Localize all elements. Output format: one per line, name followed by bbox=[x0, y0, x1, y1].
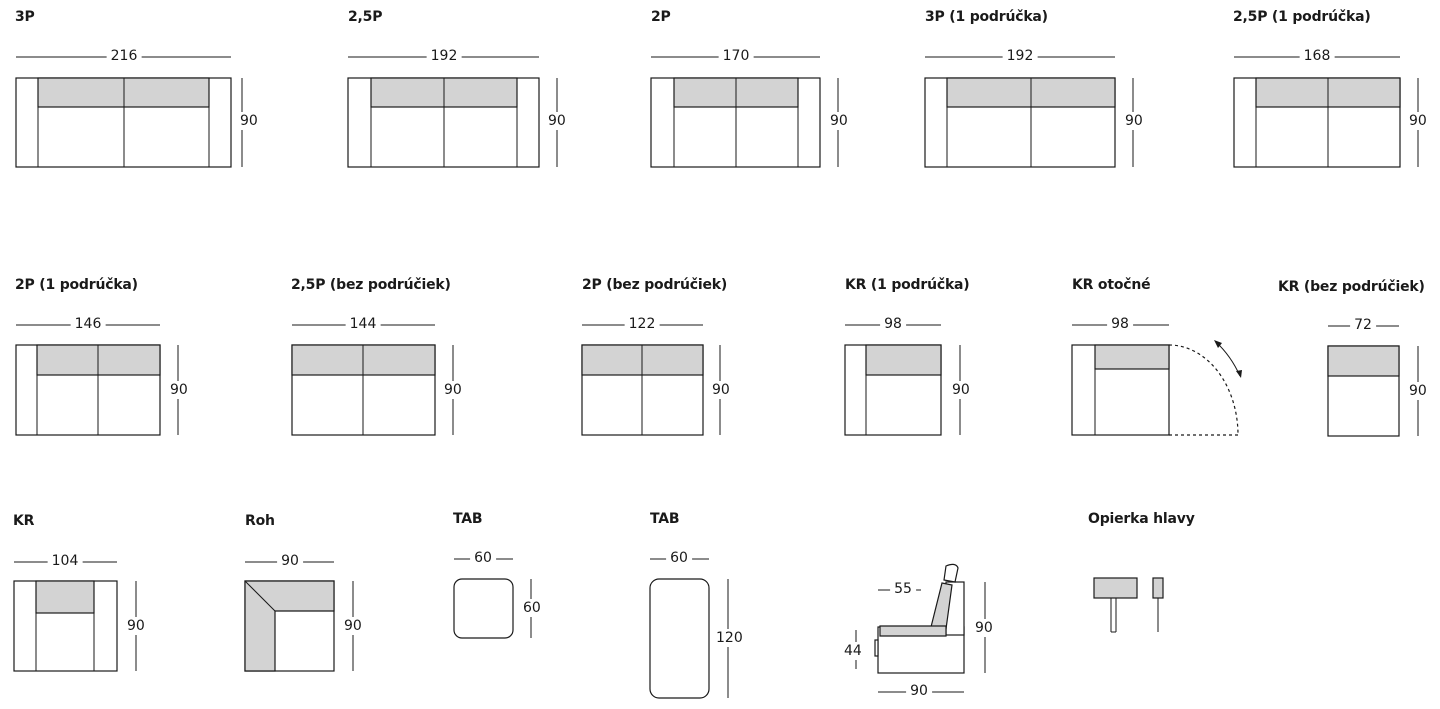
module-title-2-5p-bez: 2,5P (bez podrúčiek) bbox=[291, 277, 451, 293]
width-label-3p: 216 bbox=[106, 48, 142, 64]
depth-label-kr-1: 90 bbox=[952, 381, 970, 399]
module-title-kr: KR bbox=[13, 513, 35, 529]
table-plan-tab-120 bbox=[649, 578, 710, 699]
module-title-2-5p-1: 2,5P (1 podrúčka) bbox=[1233, 9, 1371, 25]
module-title-tab-2: TAB bbox=[650, 511, 680, 527]
width-label-3p-1: 192 bbox=[1002, 48, 1038, 64]
width-label-tab-120: 60 bbox=[666, 550, 692, 566]
depth-label-2p: 90 bbox=[830, 112, 848, 130]
depth-label-2p-1: 90 bbox=[170, 381, 188, 399]
table-plan-tab-60 bbox=[453, 578, 514, 639]
headrest-title: Opierka hlavy bbox=[1088, 511, 1195, 527]
width-label-kr: 104 bbox=[47, 553, 83, 569]
module-title-roh: Roh bbox=[245, 513, 275, 529]
depth-label-2-5p: 90 bbox=[548, 112, 566, 130]
depth-label-tab-120: 120 bbox=[716, 629, 743, 647]
sofa-plan-kr-otocne bbox=[1071, 344, 1239, 436]
depth-label-2-5p-1: 90 bbox=[1409, 112, 1427, 130]
sofa-plan-roh bbox=[244, 580, 335, 672]
width-label-2-5p-1: 168 bbox=[1299, 48, 1335, 64]
module-title-kr-bez: KR (bez podrúčiek) bbox=[1278, 279, 1425, 295]
sofa-plan-kr-1 bbox=[844, 344, 942, 436]
module-title-kr-otocne: KR otočné bbox=[1072, 277, 1151, 293]
width-label-kr-otocne: 98 bbox=[1107, 316, 1133, 332]
width-label-2-5p-bez: 144 bbox=[345, 316, 381, 332]
total-depth-label: 90 bbox=[906, 683, 932, 699]
depth-label-3p-1: 90 bbox=[1125, 112, 1143, 130]
sofa-plan-2-5p-1 bbox=[1233, 77, 1401, 168]
depth-label-kr-bez: 90 bbox=[1409, 382, 1427, 400]
depth-label-kr: 90 bbox=[127, 617, 145, 635]
module-title-tab-1: TAB bbox=[453, 511, 483, 527]
width-label-2p-bez: 122 bbox=[624, 316, 660, 332]
module-title-kr-1: KR (1 podrúčka) bbox=[845, 277, 970, 293]
width-label-2p-1: 146 bbox=[70, 316, 106, 332]
width-label-kr-bez: 72 bbox=[1350, 317, 1376, 333]
sofa-plan-3p-1 bbox=[924, 77, 1116, 168]
depth-label-2p-bez: 90 bbox=[712, 381, 730, 399]
module-title-2p-1: 2P (1 podrúčka) bbox=[15, 277, 138, 293]
sofa-plan-2p-1 bbox=[15, 344, 161, 436]
sofa-plan-2-5p-bez bbox=[291, 344, 436, 436]
sofa-plan-3p bbox=[15, 77, 232, 168]
width-label-tab-60: 60 bbox=[470, 550, 496, 566]
sofa-plan-2p-bez bbox=[581, 344, 704, 436]
module-title-3p-1: 3P (1 podrúčka) bbox=[925, 9, 1048, 25]
depth-label-roh: 90 bbox=[344, 617, 362, 635]
module-title-2p-bez: 2P (bez podrúčiek) bbox=[582, 277, 728, 293]
sofa-plan-kr-bez bbox=[1327, 345, 1400, 437]
sofa-plan-2-5p bbox=[347, 77, 540, 168]
width-label-kr-1: 98 bbox=[880, 316, 906, 332]
module-title-3p: 3P bbox=[15, 9, 35, 25]
total-height-label: 90 bbox=[975, 619, 993, 637]
module-title-2p: 2P bbox=[651, 9, 671, 25]
rotation-arrow-icon bbox=[1214, 340, 1242, 378]
depth-label-3p: 90 bbox=[240, 112, 258, 130]
side-view-drawing bbox=[855, 563, 986, 693]
depth-label-2-5p-bez: 90 bbox=[444, 381, 462, 399]
width-label-2-5p: 192 bbox=[426, 48, 462, 64]
seat-depth-label: 55 bbox=[890, 581, 916, 597]
module-title-2-5p: 2,5P bbox=[348, 9, 383, 25]
headrest-drawing bbox=[1093, 577, 1164, 633]
seat-height-label: 44 bbox=[844, 642, 862, 660]
depth-label-tab-60: 60 bbox=[523, 599, 541, 617]
width-label-2p: 170 bbox=[718, 48, 754, 64]
sofa-plan-kr bbox=[13, 580, 118, 672]
width-label-roh: 90 bbox=[277, 553, 303, 569]
sofa-plan-2p bbox=[650, 77, 821, 168]
